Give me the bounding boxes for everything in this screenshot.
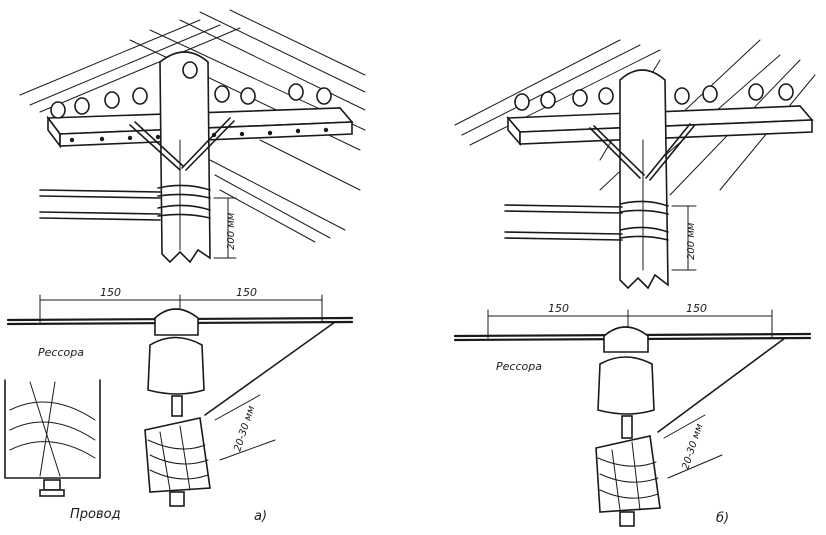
- panel-b-dim-right-label: 150: [686, 302, 707, 315]
- panel-b-side-wires: [504, 200, 669, 241]
- panel-b-dim-left-label: 150: [548, 302, 569, 315]
- panel-a-guy-line: [204, 321, 336, 416]
- panel-b-braces: [589, 123, 695, 181]
- panel-a-detail: 150 150: [4, 286, 354, 524]
- panel-a-wire-inset: [4, 379, 101, 497]
- panel-a-wood-block: [144, 417, 211, 507]
- panel-a-dim-right-label: 150: [236, 286, 257, 299]
- panel-a-gap-dim-line: [214, 394, 276, 461]
- panel-b-pole: [619, 69, 669, 290]
- panel-a-caption: а): [254, 509, 267, 524]
- panel-a-side-wires: [39, 184, 211, 221]
- panel-a-vertical-dim-label: 200 мм: [226, 212, 237, 250]
- panel-b-wood-block: [595, 435, 661, 527]
- panel-b-detail: 150 150 20-30 мм Ресс: [453, 302, 812, 527]
- panel-b-gap-dim-line: [663, 414, 723, 479]
- panel-a-insulators: [50, 61, 332, 119]
- panel-a-wire-label: Провод: [70, 507, 121, 522]
- panel-b-pole-view: 200 мм: [454, 39, 816, 290]
- panel-b-vertical-dim-line: [671, 205, 697, 271]
- panel-b-spring-label: Рессора: [496, 360, 542, 373]
- panel-b-insulator: [597, 326, 655, 439]
- panel-b-vertical-dim-label: 200 мм: [686, 222, 697, 260]
- panel-a-spring-label: Рессора: [38, 346, 84, 359]
- panel-b-insulators: [514, 83, 794, 111]
- panel-a-vertical-dim-line: [213, 197, 237, 259]
- panel-b-caption: б): [716, 511, 729, 526]
- panel-a-gap-dim-label: 20-30 мм: [232, 404, 257, 453]
- panel-a-insulator: [147, 308, 205, 417]
- panel-a-dim-left-label: 150: [100, 286, 121, 299]
- panel-b-guy-line: [657, 337, 786, 433]
- panel-a-pole-view: 200 мм: [19, 9, 366, 264]
- panel-a-braces: [129, 117, 235, 171]
- panel-a-pole: [159, 51, 211, 264]
